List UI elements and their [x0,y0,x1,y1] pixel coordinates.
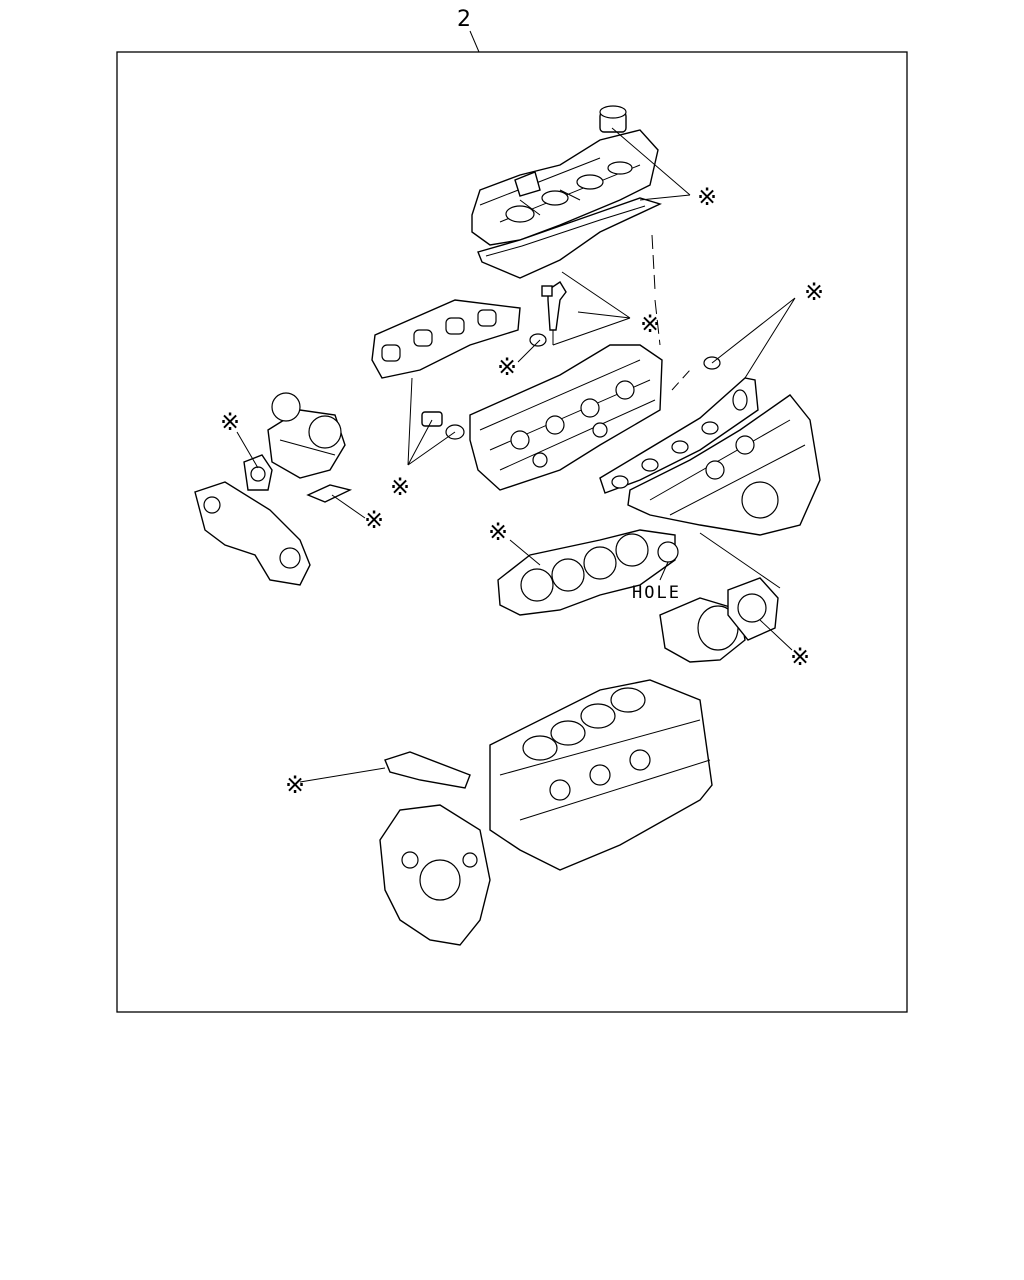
kit-marker-turbo-pipe: ※ [364,506,384,534]
kit-marker-head-cover: ※ [697,183,717,211]
leader-turbo-gasket [236,431,259,469]
centerline-intake [671,369,691,391]
turbo-oil-pipe-gasket [306,484,353,503]
head-cover-gasket [477,197,662,279]
leader-throttle [699,532,793,651]
hole-label: HOLE [632,583,681,603]
front-cover-gasket [384,751,471,789]
kit-marker-front-cover: ※ [285,771,305,799]
glow-plug-sleeve [421,411,443,427]
leader-injector [552,271,631,346]
reference-leader [469,30,480,53]
leader-hole [659,561,669,581]
kit-marker-head-gasket: ※ [488,518,508,546]
intake-manifold [627,394,821,536]
cylinder-head-cover [471,105,659,246]
kit-marker-injector: ※ [640,310,660,338]
cylinder-head-gasket [497,529,676,616]
diagram-frame [116,51,908,1013]
kit-marker-turbo-gasket: ※ [220,408,240,436]
timing-gear-case [379,804,491,946]
intake-manifold-gasket [599,377,759,494]
cylinder-block [489,679,713,871]
fuel-injector [541,281,567,345]
kit-marker-exhaust: ※ [390,473,410,501]
cylinder-head [469,344,663,491]
exhaust-manifold-gasket [371,299,521,379]
injector-seal [529,333,547,347]
kit-marker-injector-seal: ※ [497,353,517,381]
leader-head-gasket [509,539,541,566]
gasket-hole-marker [657,541,679,563]
exhaust-elbow [194,481,311,586]
leader-turbo-pipe [331,494,366,519]
turbo-gasket [243,454,273,491]
throttle-body [659,597,746,663]
centerline-cover [651,234,661,346]
reference-number: 2 [457,7,471,32]
leader-injector-seal [517,339,541,363]
kit-marker-intake: ※ [804,278,824,306]
kit-marker-throttle: ※ [790,643,810,671]
leader-exhaust-manifold [407,377,456,466]
turbocharger [267,392,346,479]
leader-intake [711,297,796,379]
leader-head-cover [611,127,691,201]
leader-front-cover [299,767,386,783]
